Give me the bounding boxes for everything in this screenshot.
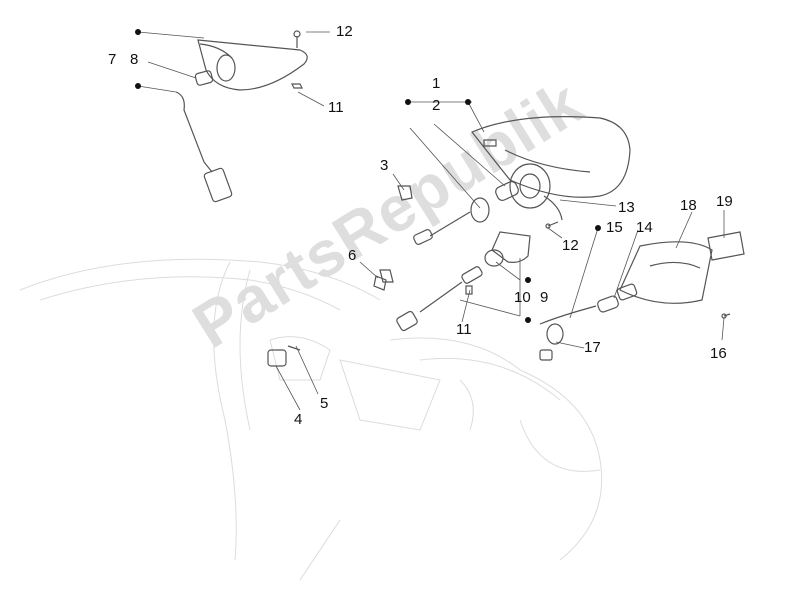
callout-17: 17 [584,339,601,356]
callout-15: 15 [606,219,623,236]
leader-lines [137,31,725,411]
callout-12-middle: 12 [562,237,579,254]
callout-7: 7 [108,51,117,68]
license-plate-light [619,231,745,304]
left-side-parts [267,275,387,367]
bullet-dots [135,29,601,323]
callout-16: 16 [710,345,727,362]
callout-2: 2 [432,97,441,114]
callout-11-bottom: 11 [456,321,472,338]
tail-light-assembly [471,116,631,221]
callout-1: 1 [432,75,441,92]
callout-13: 13 [618,199,635,216]
callout-10: 10 [514,289,531,306]
callout-6: 6 [348,247,357,264]
callout-12-top: 12 [336,23,353,40]
callout-11-top: 11 [328,99,344,116]
callout-18: 18 [680,197,697,214]
callout-5: 5 [320,395,329,412]
callout-8: 8 [130,51,139,68]
callout-19: 19 [716,193,733,210]
bulb-holders [379,181,731,361]
scooter-body-outline [19,258,603,581]
callout-9: 9 [540,289,549,306]
callout-4: 4 [294,411,303,428]
front-turn-signal [175,30,308,203]
callout-3: 3 [380,157,389,174]
callout-14: 14 [636,219,653,236]
